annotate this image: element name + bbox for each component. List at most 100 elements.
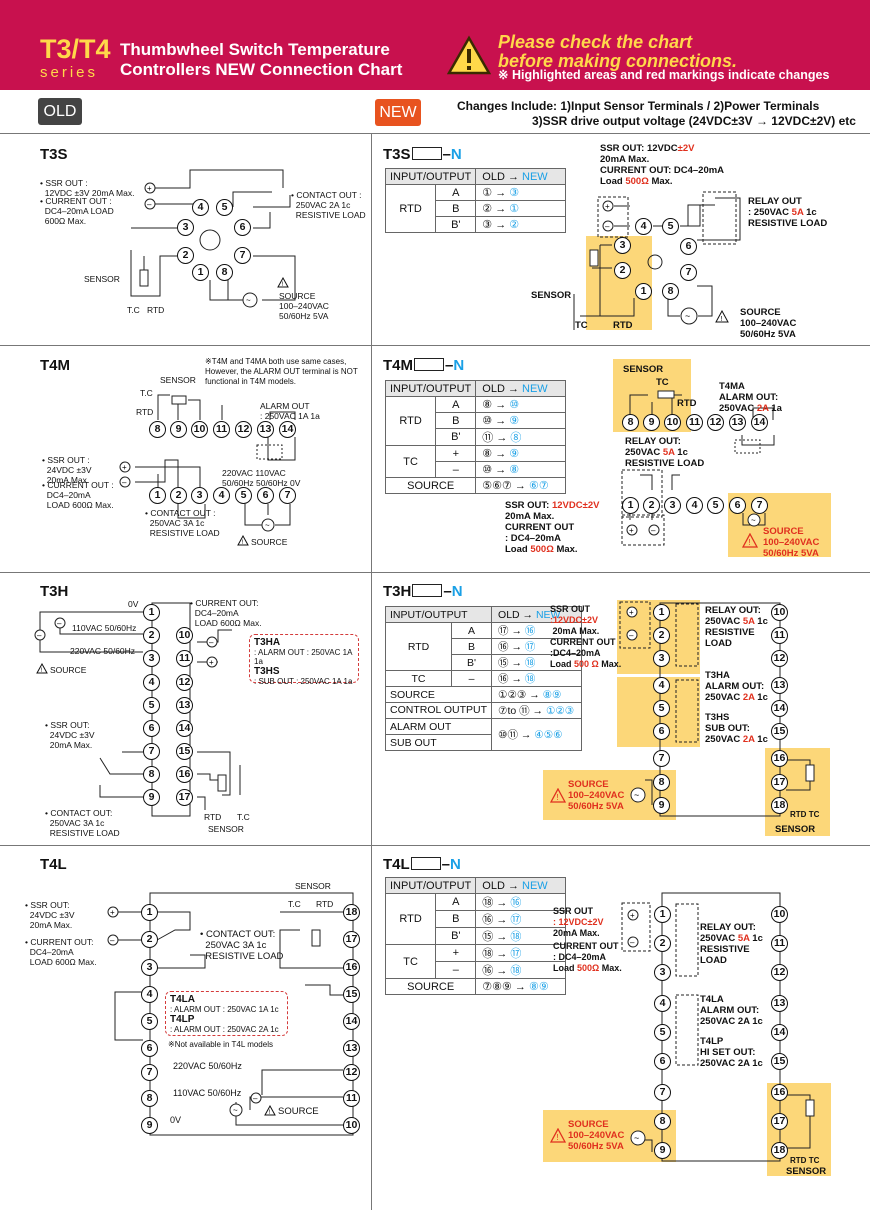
svg-text:~: ~ <box>246 296 251 305</box>
t4m-old-source-label: SOURCE <box>251 537 288 547</box>
terminal-6: 6 <box>680 238 697 255</box>
t3s-old-rtd-label: RTD <box>147 305 165 315</box>
t4m-old-sensor-label: SENSOR <box>160 375 196 385</box>
terminal-6: 6 <box>234 219 251 236</box>
svg-text:+: + <box>629 608 634 617</box>
code-box <box>411 147 442 160</box>
highlight-area <box>543 1110 676 1162</box>
terminal-5: 5 <box>662 218 679 235</box>
t4m-new-tc-label: TC <box>656 377 669 388</box>
t4l-old-title: T4L <box>40 856 67 873</box>
svg-text:–: – <box>605 222 610 231</box>
t3s-new-sensor-label: SENSOR <box>531 290 572 301</box>
t4m-old-contact-label: • CONTACT OUT : 250VAC 3A 1c RESISTIVE L… <box>145 508 220 538</box>
page-title: Thumbwheel Switch Temperature Controller… <box>120 40 403 79</box>
t3h-new-code: T3H–N <box>383 583 463 600</box>
t3s-old-tc-label: T.C <box>127 305 140 315</box>
terminal-2: 2 <box>177 247 194 264</box>
t3s-new-rtd-label: RTD <box>613 320 633 331</box>
table-row: B'③ → ② <box>386 216 567 233</box>
divider <box>0 845 870 846</box>
changes-summary: Changes Include: 1)Input Sensor Terminal… <box>457 99 856 128</box>
warning-icon: ! <box>550 1128 566 1143</box>
svg-text:–: – <box>122 478 127 487</box>
warning-icon: ! <box>550 788 566 803</box>
t4m-old-title: T4M <box>40 357 70 374</box>
t4m-old-current-label: • CURRENT OUT : DC4–20mA LOAD 600Ω Max. <box>42 480 114 510</box>
svg-text:–: – <box>630 938 635 947</box>
t4m-old-ssr-label: • SSR OUT : 24VDC ±3V 20mA Max. <box>42 455 92 485</box>
terminal-7: 7 <box>234 247 251 264</box>
table-row: –⑯ → ⑱ <box>386 961 567 979</box>
terminal-5: 5 <box>216 199 233 216</box>
series-word: series <box>40 64 99 81</box>
svg-text:~: ~ <box>634 1133 639 1143</box>
svg-text:–: – <box>209 638 214 647</box>
table-header-old-new: OLD → NEW <box>475 168 567 185</box>
table-row: B'⑪ → ⑧ <box>386 428 567 446</box>
svg-text:~: ~ <box>634 790 639 800</box>
table-row: –⑩ → ⑧ <box>386 461 567 478</box>
svg-text:!: ! <box>282 282 284 288</box>
warning-icon: ! <box>36 663 48 674</box>
terminal-4: 4 <box>213 487 230 504</box>
t3h-old-options-box: T3HA: ALARM OUT : 250VAC 1A 1a T3HS: SUB… <box>249 634 359 686</box>
svg-text:!: ! <box>721 316 723 323</box>
t3h-old-title: T3H <box>40 583 69 600</box>
warning-icon: ! <box>715 310 729 323</box>
svg-text:~: ~ <box>233 1106 238 1115</box>
t4l-new-code: T4L–N <box>383 856 461 873</box>
terminal-2: 2 <box>614 262 631 279</box>
svg-text:+: + <box>605 202 610 211</box>
svg-text:~: ~ <box>685 311 690 321</box>
terminal-10: 10 <box>191 421 208 438</box>
table-row: TC–⑯ → ⑱ <box>384 670 583 687</box>
svg-text:~: ~ <box>751 516 756 525</box>
terminal-9: 9 <box>170 421 187 438</box>
t3h-new-rtd-tc: RTD TC <box>790 810 820 819</box>
svg-text:!: ! <box>749 538 751 547</box>
svg-text:+: + <box>110 908 115 917</box>
terminal-13: 13 <box>257 421 274 438</box>
table-header-io: INPUT/OUTPUT <box>384 168 477 185</box>
terminal-1: 1 <box>149 487 166 504</box>
t3s-new-code: T3S–N <box>383 146 462 163</box>
t3h-new-sensor-label: SENSOR <box>775 824 816 835</box>
old-badge: OLD <box>38 98 82 125</box>
warning-heading: Please check the chart before making con… <box>498 32 738 71</box>
t3s-new-tc-label: TC <box>575 320 588 331</box>
t4l-new-sensor-label: SENSOR <box>786 1166 827 1177</box>
t3s-old-contact-label: • CONTACT OUT : 250VAC 2A 1c RESISTIVE L… <box>291 190 366 220</box>
svg-text:!: ! <box>557 793 559 802</box>
terminal-3: 3 <box>191 487 208 504</box>
new-badge: NEW <box>375 99 421 126</box>
svg-text:+: + <box>629 526 634 535</box>
column-divider <box>371 133 372 1210</box>
terminal-14: 14 <box>279 421 296 438</box>
svg-text:–: – <box>110 936 115 945</box>
terminal-8: 8 <box>662 283 679 300</box>
t4m-new-code: T4M–N <box>383 357 465 374</box>
